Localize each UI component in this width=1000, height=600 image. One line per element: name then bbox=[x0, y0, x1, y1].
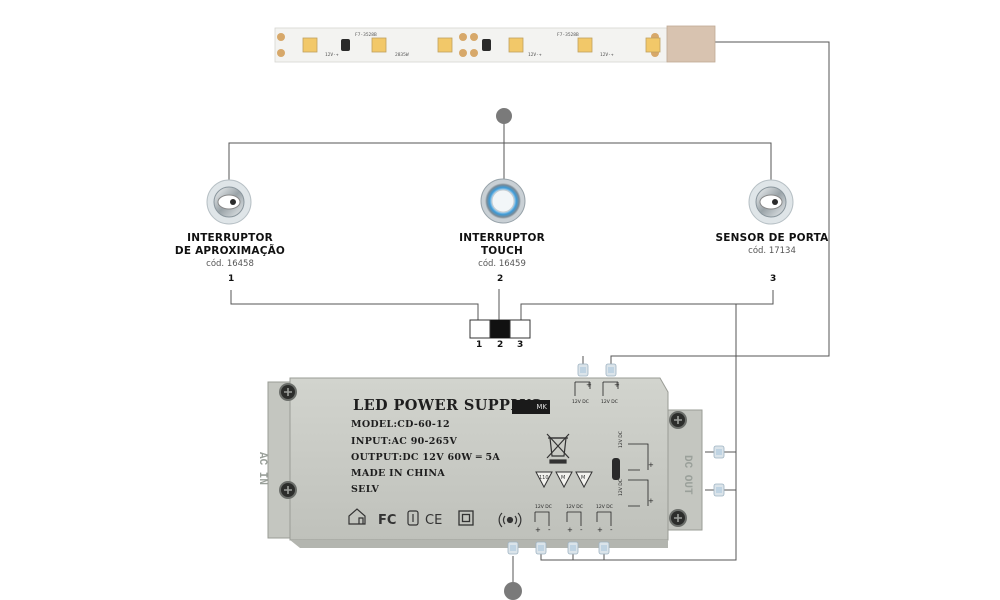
plug-icon bbox=[598, 541, 610, 555]
psu-model: MODEL:CD-60-12 bbox=[351, 419, 450, 430]
dc-out-label: DC OUT bbox=[681, 455, 693, 495]
bottom-port-label-3: 12V DC bbox=[596, 505, 613, 510]
switch-number-1: 1 bbox=[228, 274, 235, 284]
svg-text:+: + bbox=[648, 497, 654, 505]
selector-label-3: 3 bbox=[517, 340, 524, 350]
safety-triangles-icon bbox=[535, 471, 593, 489]
brand-badge: MK bbox=[512, 400, 550, 414]
plug-icon bbox=[507, 541, 519, 555]
led-power-supply: + + + + + + + - - - 110 M M FC bbox=[267, 377, 703, 548]
ac-in-label: AC IN bbox=[256, 452, 268, 486]
svg-text:2835W: 2835W bbox=[395, 52, 409, 58]
wire-bottom-taps bbox=[572, 553, 605, 560]
svg-text:+: + bbox=[648, 461, 654, 469]
right-dc-ports bbox=[628, 443, 649, 507]
wire-strip-to-psu bbox=[610, 41, 830, 367]
plug-icon bbox=[605, 363, 617, 377]
wire-3-to-selector bbox=[520, 290, 774, 320]
top-port-label-2: 12V DC bbox=[601, 400, 618, 405]
wire-end-top-dot bbox=[496, 108, 512, 124]
proximity-switch-name-1: INTERRUPTOR bbox=[187, 232, 273, 244]
touch-switch-name-1: INTERRUPTOR bbox=[459, 232, 545, 244]
plug-icon bbox=[535, 541, 547, 555]
door-sensor-label: SENSOR DE PORTA cód. 17134 bbox=[712, 232, 832, 257]
plug-icon bbox=[713, 483, 725, 497]
touch-switch-icon bbox=[480, 178, 526, 224]
selector-position-2 bbox=[490, 320, 510, 338]
top-dc-ports bbox=[574, 381, 619, 396]
door-sensor-icon bbox=[748, 179, 794, 225]
svg-text:M: M bbox=[581, 475, 585, 481]
screw-icon bbox=[668, 410, 688, 430]
screw-icon bbox=[278, 480, 298, 500]
svg-text:+: + bbox=[535, 526, 541, 534]
double-insulation-icon bbox=[458, 510, 474, 526]
svg-text:F7-3528B: F7-3528B bbox=[355, 32, 377, 38]
selector-label-1: 1 bbox=[476, 340, 483, 350]
svg-text:+: + bbox=[614, 381, 620, 389]
proximity-switch-label: INTERRUPTOR DE APROXIMAÇÃO cód. 16458 bbox=[170, 232, 290, 270]
right-port-label-1: 12V DC bbox=[619, 431, 624, 448]
dip-slot bbox=[612, 458, 620, 480]
psu-made-in: MADE IN CHINA bbox=[351, 468, 446, 479]
svg-text:F7-3528B: F7-3528B bbox=[557, 32, 579, 38]
fuse-icon bbox=[407, 510, 419, 526]
svg-text:12V-+: 12V-+ bbox=[600, 52, 614, 58]
psu-title: LED POWER SUPPLYS bbox=[353, 397, 542, 414]
plug-icon bbox=[567, 541, 579, 555]
svg-text:-: - bbox=[548, 526, 551, 534]
psu-input: INPUT:AC 90-265V bbox=[351, 436, 458, 447]
house-icon bbox=[348, 508, 366, 525]
weee-bin-icon bbox=[546, 433, 570, 464]
svg-text:-: - bbox=[580, 526, 583, 534]
psu-output: OUTPUT:DC 12V 60W ═ 5A bbox=[351, 452, 501, 463]
top-port-label-1: 12V DC bbox=[572, 400, 589, 405]
svg-text:M: M bbox=[561, 475, 565, 481]
door-sensor-code: cód. 17134 bbox=[748, 246, 796, 256]
led-strip: F7-3528B 12V-+ 2835W F7-3528B 12V-+ 12V-… bbox=[274, 25, 716, 63]
wire-sensor-bus bbox=[228, 142, 772, 180]
svg-text:-: - bbox=[610, 526, 613, 534]
right-port-label-2: 12V DC bbox=[619, 479, 624, 496]
plug-icon bbox=[713, 445, 725, 459]
ce-mark: CE bbox=[425, 513, 442, 528]
door-sensor-name: SENSOR DE PORTA bbox=[715, 232, 829, 244]
proximity-switch-icon bbox=[206, 179, 252, 225]
proximity-switch-name-2: DE APROXIMAÇÃO bbox=[174, 245, 286, 257]
wire-1-to-selector bbox=[230, 290, 479, 320]
sensor-wave-icon bbox=[498, 512, 522, 528]
plug-icon bbox=[577, 363, 589, 377]
svg-text:12V-+: 12V-+ bbox=[325, 52, 339, 58]
selector-switch bbox=[469, 319, 531, 339]
svg-text:12V-+: 12V-+ bbox=[528, 52, 542, 58]
bottom-dc-ports bbox=[534, 511, 612, 526]
touch-switch-code: cód. 16459 bbox=[478, 259, 526, 269]
svg-text:110: 110 bbox=[539, 475, 549, 481]
psu-selv: SELV bbox=[351, 484, 380, 495]
svg-text:+: + bbox=[567, 526, 573, 534]
wire-3-to-psu bbox=[540, 304, 737, 561]
svg-text:+: + bbox=[586, 381, 592, 389]
svg-text:+: + bbox=[597, 526, 603, 534]
switch-number-3: 3 bbox=[770, 274, 777, 284]
fc-mark: FC bbox=[378, 513, 396, 528]
switch-number-2: 2 bbox=[497, 274, 504, 284]
bottom-port-label-1: 12V DC bbox=[535, 505, 552, 510]
selector-label-2: 2 bbox=[497, 340, 504, 350]
touch-switch-name-2: TOUCH bbox=[480, 245, 524, 257]
proximity-switch-code: cód. 16458 bbox=[206, 259, 254, 269]
strip-connector bbox=[666, 25, 716, 63]
screw-icon bbox=[668, 508, 688, 528]
wire-end-bottom-dot bbox=[504, 582, 522, 600]
screw-icon bbox=[278, 382, 298, 402]
led-chips bbox=[302, 37, 661, 53]
bottom-port-label-2: 12V DC bbox=[566, 505, 583, 510]
touch-switch-label: INTERRUPTOR TOUCH cód. 16459 bbox=[450, 232, 554, 270]
